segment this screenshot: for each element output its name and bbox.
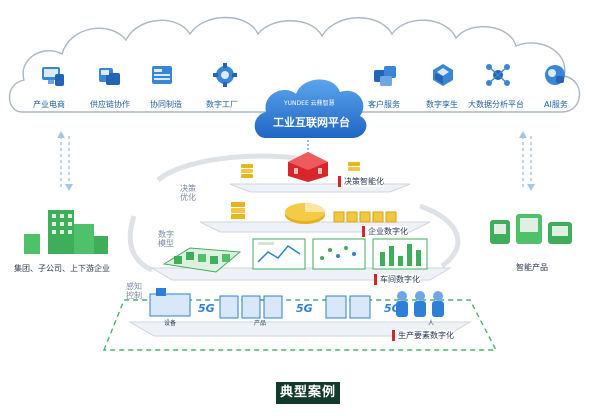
left-sync-arrow	[57, 131, 73, 191]
smart-products-icon	[490, 214, 572, 244]
equipment-label-person: 人	[428, 320, 435, 327]
production-equipment-icon	[149, 288, 444, 319]
service-label: 数字工厂	[206, 100, 238, 109]
production-layer-label: 生产要素数字化	[392, 330, 454, 341]
coins-icon	[348, 162, 360, 171]
fiveg-label: 5G	[296, 302, 313, 315]
monitor-scatter-icon	[312, 238, 366, 270]
enterprise-buildings-icon	[24, 210, 108, 254]
pie-chart-icon	[285, 203, 325, 224]
factory-floor-icon	[162, 247, 242, 273]
workshop-layer-label: 车间数字化	[374, 274, 420, 285]
collab-manufacturing-icon	[152, 66, 172, 84]
digital-factory-icon	[213, 63, 237, 87]
side-label-model: 数字模型	[158, 230, 174, 248]
decision-center-icon	[288, 152, 328, 182]
customer-service-icon	[374, 66, 396, 86]
service-label: 协同制造	[150, 100, 182, 109]
document-stack-icon	[231, 202, 245, 219]
enterprise-layer-label: 企业数字化	[362, 226, 408, 237]
platform-title: 工业互联网平台	[273, 116, 350, 129]
monitor-bars-icon	[372, 238, 428, 270]
fiveg-label: 5G	[384, 302, 401, 315]
service-label: 产业电商	[33, 100, 65, 109]
left-group-label: 集团、子公司、上下游企业	[14, 264, 110, 273]
side-label-sensing: 感知控制	[126, 282, 142, 300]
service-label: 数字孪生	[426, 100, 458, 109]
supply-chain-icon	[99, 68, 120, 85]
service-label: 供应链协作	[90, 100, 130, 109]
decision-layer-label: 决策智能化	[338, 176, 384, 187]
outer-cloud-outline	[8, 16, 581, 113]
bar-blocks-icon	[333, 211, 397, 223]
side-label-decision: 决策优化	[180, 184, 196, 202]
coins-icon	[241, 164, 253, 178]
platform-logo: YUNDEE 云鼎智慧	[284, 100, 335, 107]
platform-cloud-icon	[254, 79, 367, 138]
ai-service-icon	[545, 65, 565, 85]
equipment-label-device: 设备	[164, 320, 177, 327]
typical-case-caption: 典型案例	[276, 382, 340, 404]
service-label: AI服务	[544, 100, 568, 109]
monitor-chart-icon	[252, 238, 306, 270]
right-group-label: 智能产品	[516, 263, 548, 272]
digital-twin-icon	[433, 64, 453, 86]
equipment-label-product: 产品	[254, 320, 267, 327]
service-label: 客户服务	[368, 100, 400, 109]
big-data-icon	[486, 64, 510, 86]
ecommerce-icon	[42, 67, 64, 86]
fiveg-label: 5G	[198, 302, 215, 315]
right-sync-arrow	[519, 131, 535, 191]
service-label: 大数据分析平台	[468, 100, 524, 109]
